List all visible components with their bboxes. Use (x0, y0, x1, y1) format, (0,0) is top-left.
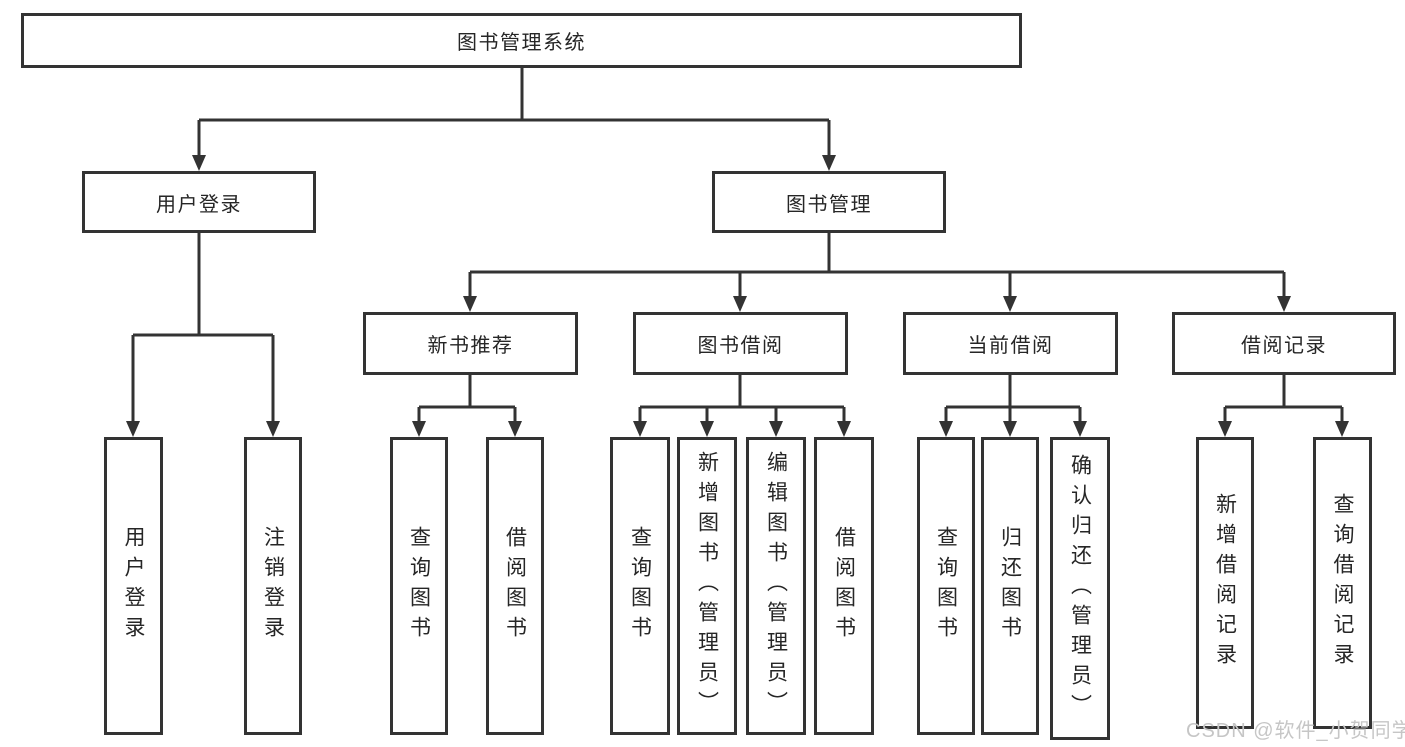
node-recommend-borrow-books: 借阅图书 (486, 437, 544, 735)
node-label: 新书推荐 (427, 335, 514, 357)
node-user-login: 用户登录 (82, 171, 316, 233)
node-borrow-add-books-admin: 新增图书（管理员） (677, 437, 737, 735)
node-label: 图书管理系统 (457, 32, 586, 54)
node-label: 用户登录 (156, 193, 242, 216)
node-records-add-record: 新增借阅记录 (1196, 437, 1254, 729)
node-label: 当前借阅 (967, 335, 1054, 357)
node-current-borrowing: 当前借阅 (903, 312, 1118, 375)
node-label: 用户登录 (122, 526, 145, 646)
node-borrow-edit-books-admin: 编辑图书（管理员） (746, 437, 806, 735)
node-label: 图书借阅 (697, 335, 784, 357)
node-label: 查询图书 (934, 526, 958, 646)
node-label: 新增借阅记录 (1213, 493, 1237, 673)
node-library-system: 图书管理系统 (21, 13, 1022, 68)
node-label: 查询图书 (628, 526, 652, 646)
node-borrow-query-books: 查询图书 (610, 437, 670, 735)
arrowheads (126, 155, 1349, 437)
node-new-book-recommend: 新书推荐 (363, 312, 578, 375)
node-records-query-record: 查询借阅记录 (1313, 437, 1372, 729)
node-label: 图书管理 (786, 193, 872, 216)
arrow-stubs (131, 120, 1344, 423)
node-book-management: 图书管理 (712, 171, 946, 233)
node-user-login-leaf: 用户登录 (104, 437, 163, 735)
node-label: 新增图书（管理员） (695, 451, 719, 721)
node-book-borrowing: 图书借阅 (633, 312, 848, 375)
node-label: 归还图书 (998, 526, 1022, 646)
node-recommend-query-books: 查询图书 (390, 437, 448, 735)
node-borrowing-records: 借阅记录 (1172, 312, 1396, 375)
node-label: 确认归还（管理员） (1068, 453, 1092, 724)
node-borrow-borrow-books: 借阅图书 (814, 437, 874, 735)
node-logout: 注销登录 (244, 437, 302, 735)
node-current-confirm-return-admin: 确认归还（管理员） (1050, 437, 1110, 740)
node-current-return-books: 归还图书 (981, 437, 1039, 735)
node-current-query-books: 查询图书 (917, 437, 975, 735)
node-label: 查询图书 (407, 526, 431, 646)
node-label: 借阅图书 (832, 526, 856, 646)
node-label: 查询借阅记录 (1331, 493, 1354, 673)
node-label: 借阅图书 (503, 526, 527, 646)
tree-lines (133, 68, 1342, 409)
node-label: 注销登录 (261, 526, 285, 646)
node-label: 编辑图书（管理员） (764, 451, 788, 721)
node-label: 借阅记录 (1241, 335, 1327, 357)
